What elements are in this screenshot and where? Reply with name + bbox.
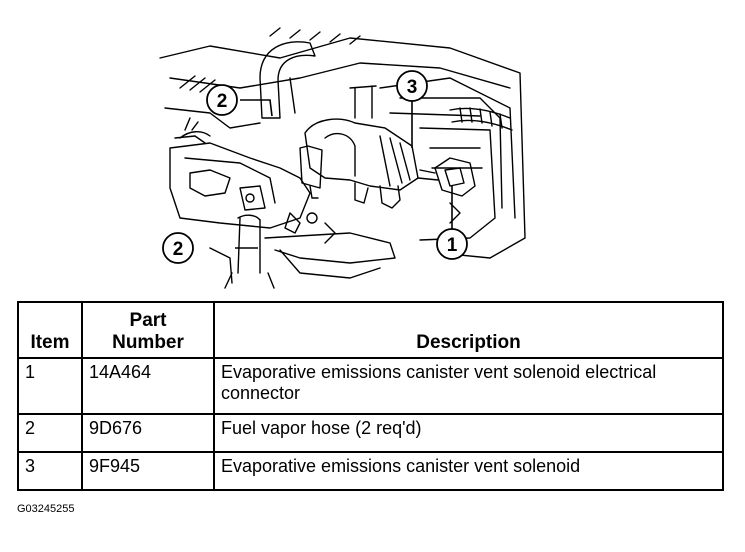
cell-part-number: 14A464 [81,357,215,415]
cell-description: Evaporative emissions canister vent sole… [213,451,724,491]
cell-description: Evaporative emissions canister vent sole… [213,357,724,415]
cell-description: Fuel vapor hose (2 req'd) [213,413,724,453]
table-row: 1 14A464 Evaporative emissions canister … [17,357,724,415]
table-header-row: Item Part Number Description [17,301,724,359]
component-diagram: 2 3 2 1 [159,27,526,289]
svg-text:1: 1 [447,235,458,256]
callout-3: 3 [396,70,428,102]
svg-text:3: 3 [407,77,418,98]
svg-text:2: 2 [217,91,228,112]
callout-1: 1 [436,228,468,260]
svg-text:2: 2 [173,239,184,260]
cell-item: 2 [17,413,83,453]
cell-part-number: 9D676 [81,413,215,453]
header-part-number: Part Number [81,301,215,359]
header-description: Description [213,301,724,359]
cell-item: 1 [17,357,83,415]
figure-id: G03245255 [17,503,75,515]
header-item: Item [17,301,83,359]
cell-part-number: 9F945 [81,451,215,491]
header-part-number-text: Part Number [112,310,184,353]
parts-table: Item Part Number Description 1 14A464 Ev… [17,301,724,491]
callout-2-lower: 2 [162,232,194,264]
table-row: 3 9F945 Evaporative emissions canister v… [17,451,724,491]
cell-item: 3 [17,451,83,491]
callout-2-upper: 2 [206,84,238,116]
table-row: 2 9D676 Fuel vapor hose (2 req'd) [17,413,724,453]
